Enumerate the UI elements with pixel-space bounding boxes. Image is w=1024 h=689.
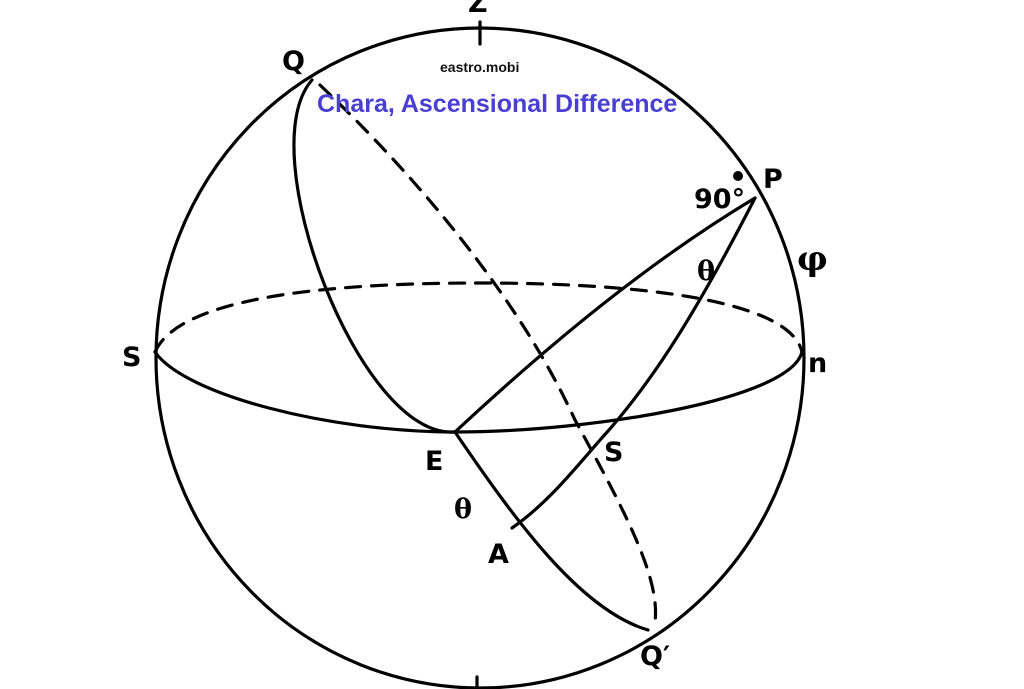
arc-pole-to-east — [453, 196, 757, 434]
horizon-front — [153, 350, 804, 434]
label-north: n — [808, 348, 827, 379]
pole-dot — [733, 171, 743, 181]
watermark-title: Chara, Ascensional Difference — [317, 90, 677, 118]
label-star-point: S — [604, 437, 623, 468]
label-theta-lower: θ — [454, 494, 472, 525]
label-south: S — [122, 342, 141, 373]
label-east: E — [425, 446, 443, 477]
label-q-top: Q — [282, 46, 305, 77]
label-zenith: Z — [468, 0, 488, 19]
equator-front — [292, 78, 650, 632]
label-q-bottom: Q′ — [640, 641, 670, 672]
label-point-a: A — [488, 539, 509, 570]
arc-pole-to-a — [510, 196, 757, 530]
celestial-sphere-outline — [154, 26, 806, 689]
label-theta-upper: θ — [697, 256, 715, 287]
label-latitude: φ — [797, 239, 828, 279]
label-pole: P — [763, 164, 783, 195]
horizon-back-dashed — [153, 281, 804, 354]
label-right-angle: 90° — [694, 184, 745, 215]
equator-back-dashed — [318, 83, 658, 624]
watermark-site: eastro.mobi — [440, 59, 519, 75]
